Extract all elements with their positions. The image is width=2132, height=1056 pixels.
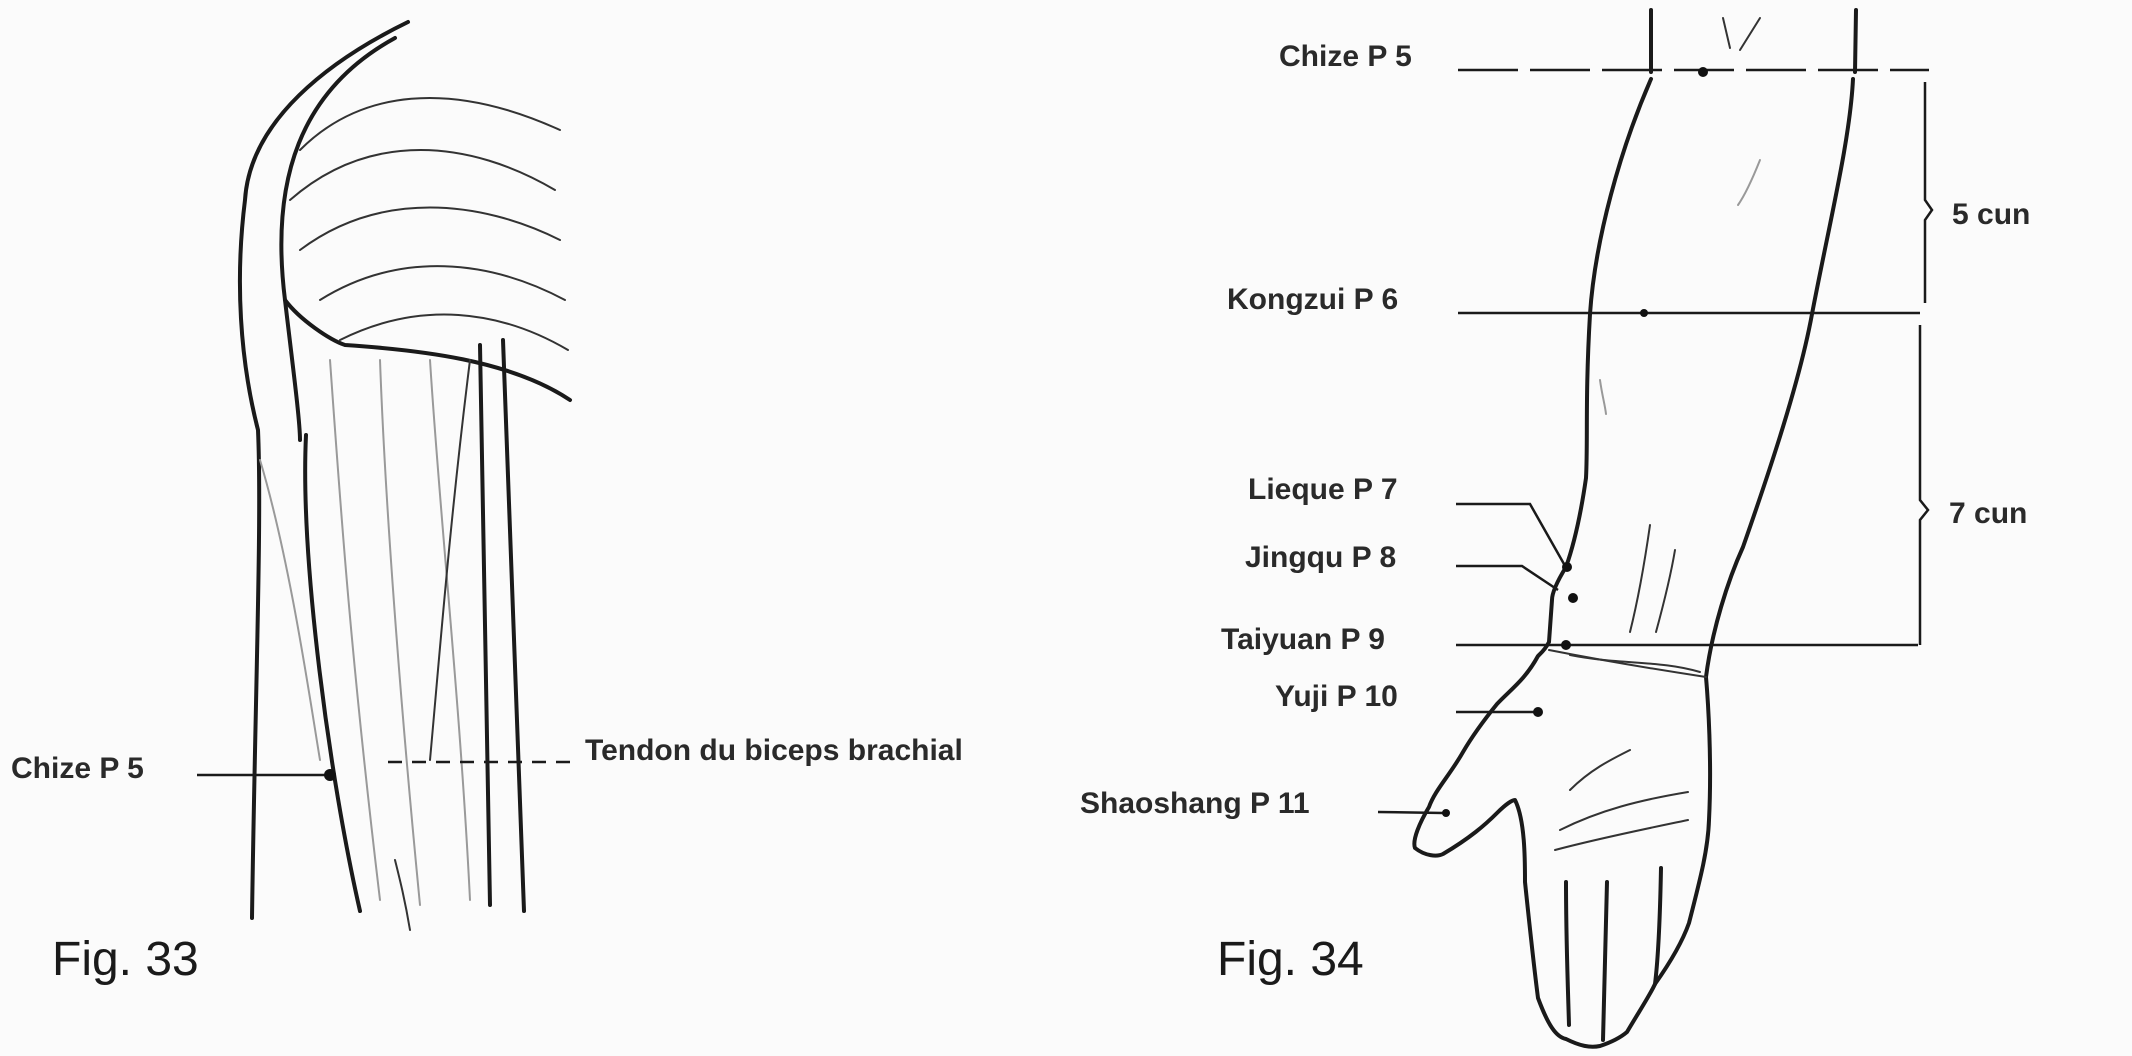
five-cun-bracket [1923,82,1934,303]
forearm-hand-drawing [1412,8,1858,1049]
yuji-label: Yuji P 10 [1275,680,1398,713]
upper-arm-drawing [237,20,572,931]
lieque-label: Lieque P 7 [1248,473,1398,506]
figure-34: Chize P 5 Kongzui P 6 Lieque P 7 Jingqu … [1080,8,2030,1049]
chize-point-marker [324,769,336,781]
kongzui-label: Kongzui P 6 [1227,283,1398,316]
jingqu-point-marker [1568,593,1578,603]
lieque-point-marker [1562,562,1572,572]
shaoshang-leader-line [1377,810,1444,815]
taiyuan-label: Taiyuan P 9 [1221,623,1385,656]
chize-label: Chize P 5 [1279,40,1412,73]
seven-cun-label: 7 cun [1949,497,2027,530]
figure-33: Chize P 5 Tendon du biceps brachial Fig.… [11,20,963,986]
lieque-leader-line [1456,502,1566,565]
seven-cun-bracket [1918,325,1930,645]
figure-34-caption: Fig. 34 [1217,933,1364,986]
jingqu-label: Jingqu P 8 [1245,541,1396,574]
tendon-label: Tendon du biceps brachial [585,734,963,767]
chize-point-marker [1698,67,1708,77]
figure-33-caption: Fig. 33 [52,933,199,986]
jingqu-leader-line [1456,564,1559,592]
chize-label: Chize P 5 [11,752,144,785]
kongzui-point-marker [1640,309,1648,317]
shaoshang-label: Shaoshang P 11 [1080,787,1310,820]
taiyuan-point-marker [1561,640,1571,650]
five-cun-label: 5 cun [1952,198,2030,231]
yuji-point-marker [1533,707,1543,717]
shaoshang-point-marker [1442,809,1450,817]
